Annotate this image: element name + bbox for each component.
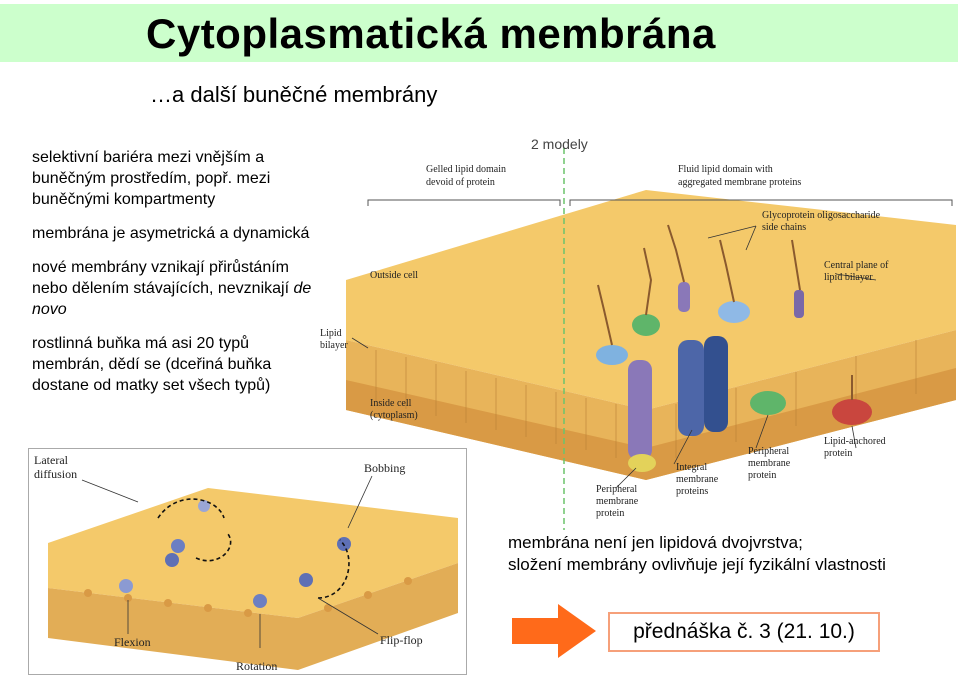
label-lateral-1: Lateral <box>34 453 69 467</box>
bullet-2: membrána je asymetrická a dynamická <box>32 223 322 244</box>
label-peripheral2-2: membrane <box>748 458 791 469</box>
caption-line-1: membrána není jen lipidová dvojvrstva; <box>508 532 886 554</box>
label-peripheral2-1: Peripheral <box>748 446 789 457</box>
integral-protein-blue-2 <box>704 336 728 432</box>
protein-purple-small <box>678 282 690 312</box>
label-lipid-1: Lipid <box>320 328 342 339</box>
protein-blue-right <box>718 301 750 323</box>
label-integral-2: membrane <box>676 474 719 485</box>
peripheral-protein-blue <box>596 345 628 365</box>
label-central-2: lipid bilayer <box>824 272 873 283</box>
membrane-dynamics-figure: Lateral diffusion Bobbing Flexion Rotati… <box>28 448 468 676</box>
lipid-flipflop <box>299 573 313 587</box>
label-inside-1: Inside cell <box>370 398 412 409</box>
lipid-flexion <box>119 579 133 593</box>
models-label: 2 modely <box>531 136 588 152</box>
arrow-right-icon <box>512 604 596 658</box>
label-bobbing: Bobbing <box>364 461 405 475</box>
label-inside-2: (cytoplasm) <box>370 410 418 421</box>
bullet-4: rostlinná buňka má asi 20 typů membrán, … <box>32 333 322 396</box>
slide-title: Cytoplasmatická membrána <box>146 10 716 58</box>
lipid-lateral-1 <box>171 539 185 553</box>
label-glyco-2: side chains <box>762 222 806 233</box>
bullet-3-text: nové membrány vznikají přirůstáním nebo … <box>32 259 293 297</box>
label-flexion: Flexion <box>114 635 151 649</box>
lipid-center <box>165 553 179 567</box>
slide-subtitle: …a další buněčné membrány <box>150 82 437 108</box>
caption: membrána není jen lipidová dvojvrstva; s… <box>508 532 886 576</box>
lecture-reference-box: přednáška č. 3 (21. 10.) <box>608 612 880 652</box>
integral-protein-blue-1 <box>678 340 704 436</box>
label-gelled-2: devoid of protein <box>426 177 495 188</box>
label-peripheral2-3: protein <box>748 470 776 481</box>
protein-purple-right <box>794 290 804 318</box>
caption-line-2: složení membrány ovlivňuje její fyzikáln… <box>508 554 886 576</box>
label-central-1: Central plane of <box>824 260 889 271</box>
label-anchored-1: Lipid-anchored <box>824 436 886 447</box>
protein-green-right <box>750 391 786 415</box>
label-glyco-1: Glycoprotein oligosaccharide <box>762 210 881 221</box>
bullet-1: selektivní bariéra mezi vnějším a buněčn… <box>32 147 322 210</box>
label-lateral-2: diffusion <box>34 467 77 481</box>
label-lipid-2: bilayer <box>320 340 348 351</box>
label-integral-1: Integral <box>676 462 707 473</box>
protein-green-top <box>632 314 660 336</box>
label-gelled-1: Gelled lipid domain <box>426 164 506 175</box>
label-peripheral1-3: protein <box>596 508 624 519</box>
label-outside: Outside cell <box>370 270 418 281</box>
bullet-3: nové membrány vznikají přirůstáním nebo … <box>32 257 322 320</box>
lipid-anchored-protein <box>832 399 872 425</box>
label-rotation: Rotation <box>236 659 277 673</box>
label-peripheral1-2: membrane <box>596 496 639 507</box>
integral-protein-purple <box>628 360 652 460</box>
peripheral-protein-yellow <box>628 454 656 472</box>
label-integral-3: proteins <box>676 486 708 497</box>
label-flipflop: Flip-flop <box>380 633 423 647</box>
label-peripheral1-1: Peripheral <box>596 484 637 495</box>
label-anchored-2: protein <box>824 448 852 459</box>
lipid-rotation <box>253 594 267 608</box>
bullet-list: selektivní bariéra mezi vnějším a buněčn… <box>32 147 322 409</box>
gelled-domain-bracket <box>368 200 560 206</box>
label-fluid-1: Fluid lipid domain with <box>678 164 773 175</box>
label-fluid-2: aggregated membrane proteins <box>678 177 801 188</box>
